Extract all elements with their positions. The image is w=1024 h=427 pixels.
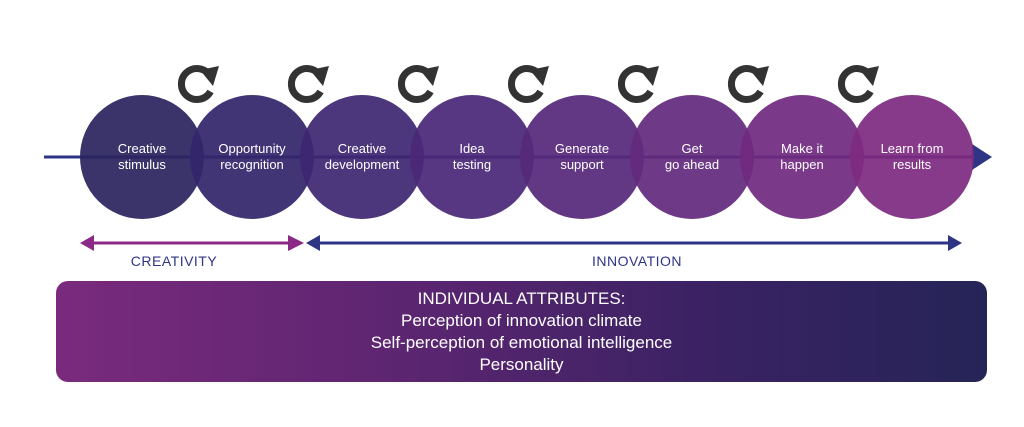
individual-attributes-panel: INDIVIDUAL ATTRIBUTES: Perception of inn…: [56, 281, 987, 382]
attribute-item: Personality: [479, 354, 564, 374]
loop-icons: [178, 65, 879, 103]
innovation-range: INNOVATION: [306, 235, 962, 269]
process-axis-arrowhead: [972, 144, 992, 170]
stage-circle: [300, 95, 424, 219]
attributes-heading: INDIVIDUAL ATTRIBUTES:: [417, 288, 626, 308]
innovation-label: INNOVATION: [592, 253, 682, 269]
creativity-label: CREATIVITY: [131, 253, 218, 269]
stage-circles: [80, 95, 974, 219]
refresh-cycle-icon: [508, 65, 549, 103]
stage-circle: [630, 95, 754, 219]
refresh-cycle-icon: [728, 65, 769, 103]
stage-circle: [80, 95, 204, 219]
stage-circle: [410, 95, 534, 219]
stage-circle: [850, 95, 974, 219]
stage-circle: [190, 95, 314, 219]
stage-circle: [520, 95, 644, 219]
refresh-cycle-icon: [618, 65, 659, 103]
refresh-cycle-icon: [838, 65, 879, 103]
attribute-item: Perception of innovation climate: [401, 310, 642, 330]
stage-circle: [740, 95, 864, 219]
refresh-cycle-icon: [178, 65, 219, 103]
creativity-right-arrowhead: [288, 235, 304, 251]
creativity-range: CREATIVITY: [80, 235, 304, 269]
creativity-left-arrowhead: [80, 235, 94, 251]
refresh-cycle-icon: [288, 65, 329, 103]
innovation-right-arrowhead: [948, 235, 962, 251]
refresh-cycle-icon: [398, 65, 439, 103]
innovation-left-arrowhead: [306, 235, 320, 251]
attribute-item: Self-perception of emotional intelligenc…: [370, 332, 673, 352]
